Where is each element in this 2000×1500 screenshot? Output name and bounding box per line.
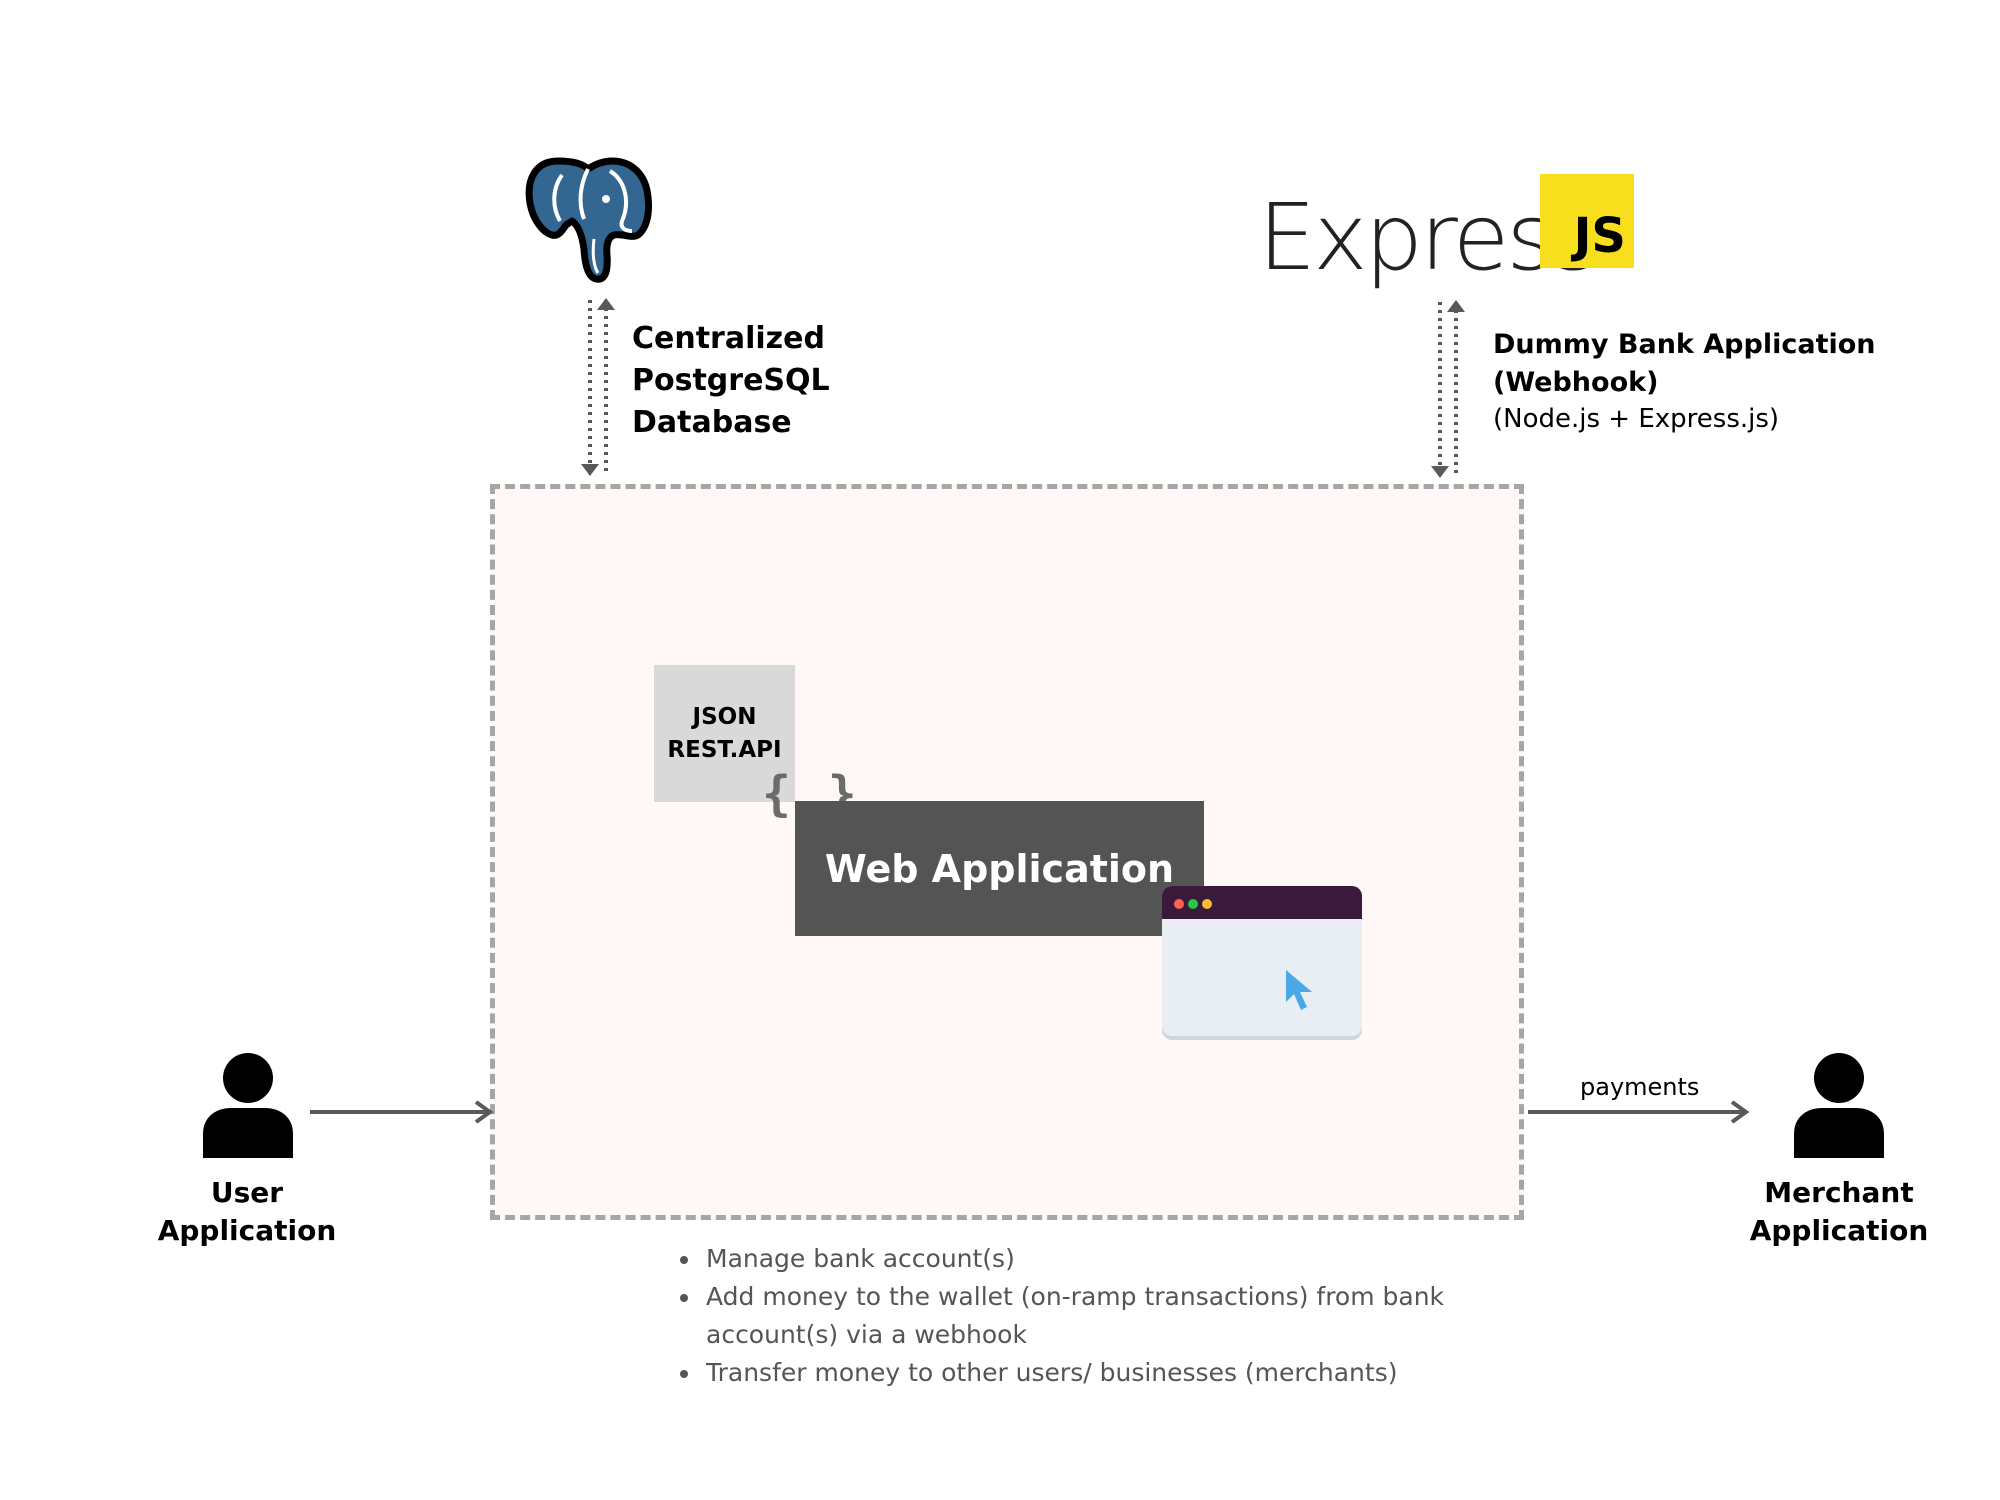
database-label-line-3: Database — [632, 405, 792, 440]
user-label-line-2: Application — [157, 1214, 337, 1247]
merchant-application-label: Merchant Application — [1719, 1174, 1959, 1250]
json-rest-api-box: JSON REST.API — [654, 665, 795, 802]
user-to-app-arrow — [310, 1100, 494, 1124]
payments-label: payments — [1580, 1073, 1700, 1101]
rest-api-label: REST.API — [667, 736, 782, 763]
json-label: JSON — [692, 703, 757, 730]
bank-application-title: Dummy Bank Application (Webhook) — [1493, 326, 1876, 402]
bank-connection-arrows — [1431, 300, 1465, 478]
browser-close-dot — [1174, 899, 1184, 909]
merchant-label-line-2: Application — [1749, 1214, 1929, 1247]
merchant-label-line-1: Merchant — [1764, 1176, 1914, 1209]
web-application-box: Web Application — [795, 801, 1204, 936]
database-connection-arrows — [581, 298, 615, 476]
app-to-merchant-arrow — [1528, 1100, 1750, 1124]
browser-window-icon — [1162, 886, 1362, 1036]
database-label-line-1: Centralized — [632, 321, 825, 356]
feature-item: Manage bank account(s) — [702, 1240, 1462, 1278]
user-person-icon — [203, 1053, 293, 1158]
feature-item: Add money to the wallet (on-ramp transac… — [702, 1278, 1462, 1354]
js-logo-badge: JS — [1540, 174, 1634, 268]
browser-minimize-dot — [1202, 899, 1212, 909]
merchant-person-icon — [1794, 1053, 1884, 1158]
database-label: Centralized PostgreSQL Database — [632, 318, 830, 444]
feature-item: Transfer money to other users/ businesse… — [702, 1354, 1462, 1392]
user-label-line-1: User — [210, 1176, 284, 1209]
user-application-label: User Application — [127, 1174, 367, 1250]
bank-application-subtitle: (Node.js + Express.js) — [1493, 404, 1780, 434]
web-application-label: Web Application — [824, 846, 1175, 891]
database-label-line-2: PostgreSQL — [632, 363, 830, 398]
postgresql-elephant-icon — [525, 157, 652, 283]
cursor-pointer-icon — [1286, 970, 1312, 1010]
browser-maximize-dot — [1188, 899, 1198, 909]
bank-title-line-2: (Webhook) — [1493, 367, 1659, 398]
bank-title-line-1: Dummy Bank Application — [1493, 329, 1876, 360]
feature-list: Manage bank account(s) Add money to the … — [660, 1240, 1462, 1392]
